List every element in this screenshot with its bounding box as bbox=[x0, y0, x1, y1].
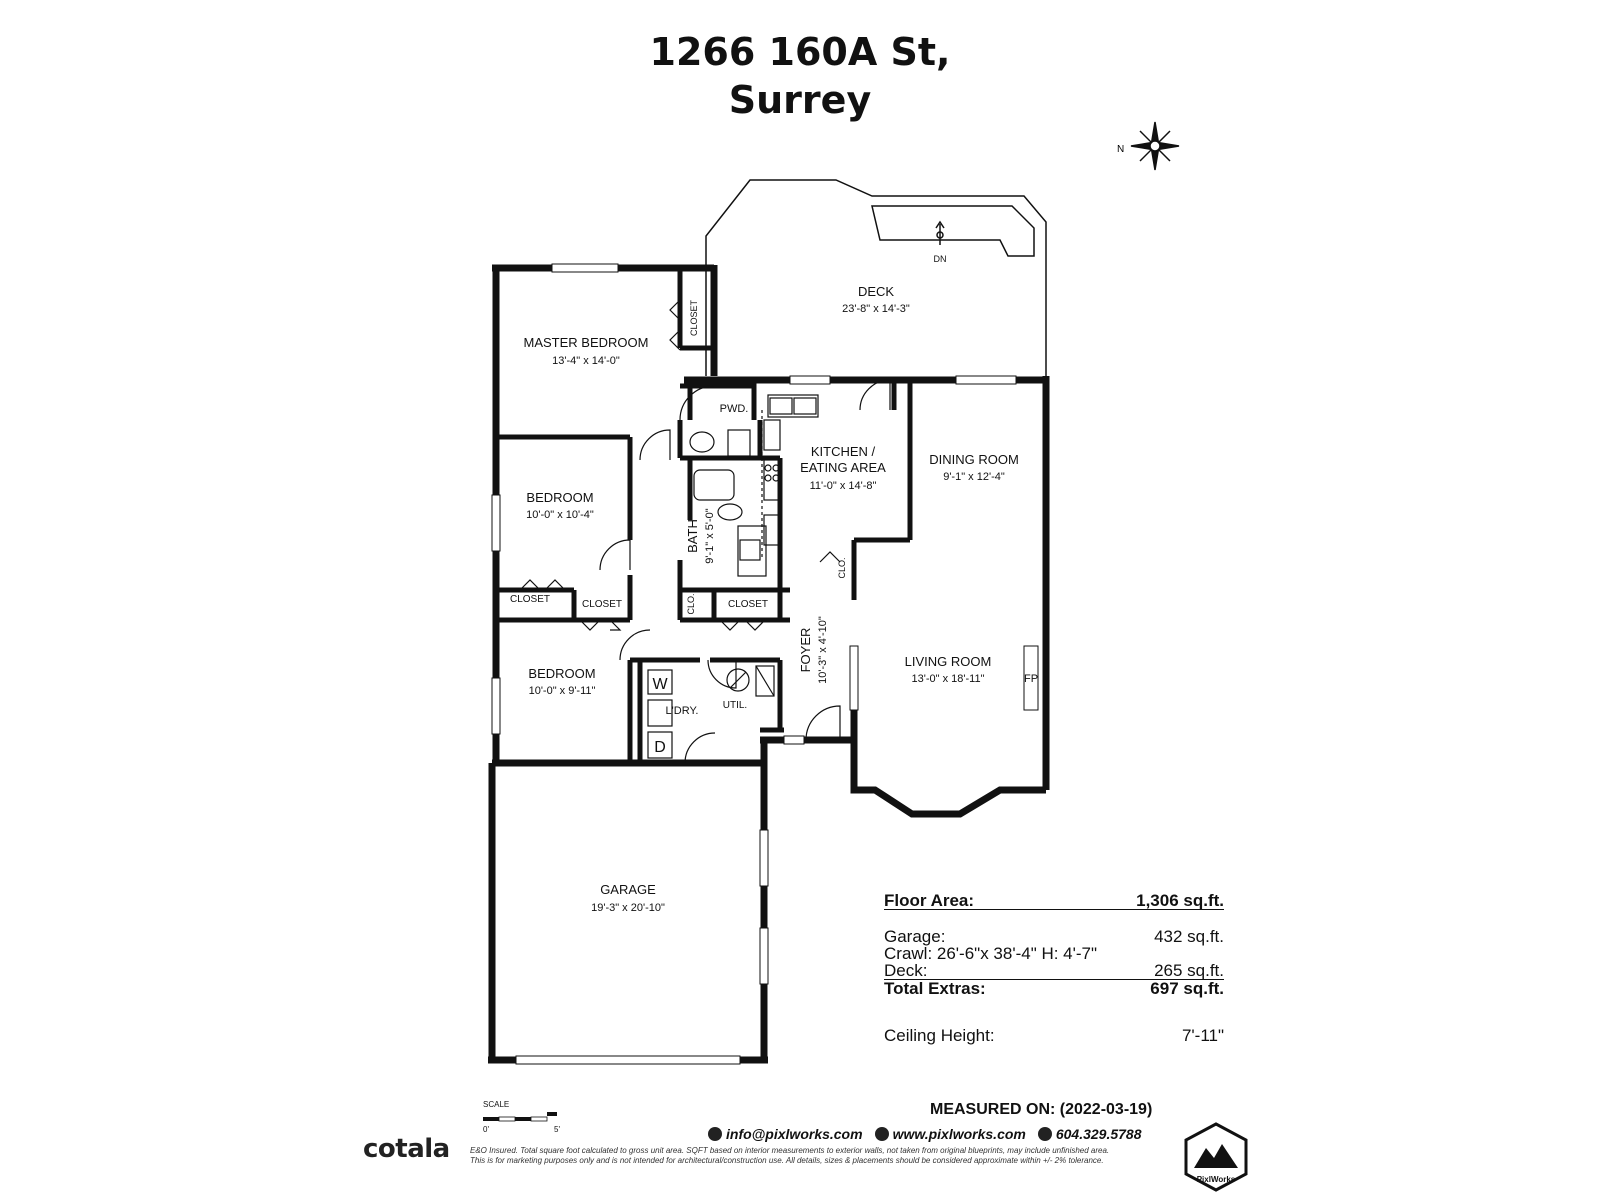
svg-text:PixlWorks: PixlWorks bbox=[1197, 1175, 1236, 1184]
scale-start-label: 0' bbox=[483, 1125, 489, 1134]
stairs-down-label: DN bbox=[934, 254, 947, 264]
crawl-label: Crawl: 26'-6"x 38'-4" H: 4'-7" bbox=[884, 944, 1098, 963]
garage-label: GARAGE bbox=[600, 882, 656, 897]
garage-area-row: Garage: 432 sq.ft. bbox=[884, 928, 1224, 945]
fireplace-label: FP bbox=[1024, 673, 1038, 685]
closet-1-label: CLOSET bbox=[510, 594, 550, 605]
bedroom-2-label: BEDROOM bbox=[528, 666, 595, 681]
disclaimer-line-1: E&O Insured. Total square foot calculate… bbox=[470, 1146, 1110, 1155]
floor-area-row: Floor Area: 1,306 sq.ft. bbox=[884, 892, 1224, 910]
bath-dims: 9'-1" x 5'-0" bbox=[704, 508, 716, 564]
cotala-brand: cotala bbox=[363, 1134, 450, 1164]
fixtures bbox=[647, 394, 819, 759]
phone-number: 604.329.5788 bbox=[1055, 1126, 1142, 1142]
crawl-row: Crawl: 26'-6"x 38'-4" H: 4'-7" bbox=[884, 945, 1224, 962]
deck-outline bbox=[705, 179, 1047, 376]
windows bbox=[491, 263, 1039, 1065]
washer-label: W bbox=[652, 676, 668, 693]
foyer-label: FOYER bbox=[798, 628, 813, 673]
master-bedroom-dims: 13'-4" x 14'-0" bbox=[552, 355, 620, 367]
bedroom-1-label: BEDROOM bbox=[526, 490, 593, 505]
deck-area-value: 265 sq.ft. bbox=[1154, 961, 1224, 980]
phone-icon bbox=[1037, 1127, 1052, 1141]
deck-label: DECK bbox=[858, 284, 894, 299]
master-closet-label: CLOSET bbox=[689, 299, 699, 336]
scale-end-label: 5' bbox=[554, 1125, 560, 1134]
floor-area-value: 1,306 sq.ft. bbox=[1136, 891, 1224, 910]
ceiling-height-value: 7'-11" bbox=[1181, 1026, 1224, 1045]
closet-clo-2-label: CLO. bbox=[837, 557, 847, 578]
closet-clo-1-label: CLO. bbox=[686, 593, 696, 614]
total-extras-label: Total Extras: bbox=[884, 979, 986, 998]
closet-2-label: CLOSET bbox=[582, 599, 622, 610]
measured-on: MEASURED ON: (2022-03-19) bbox=[930, 1101, 1153, 1118]
total-extras-value: 697 sq.ft. bbox=[1150, 979, 1224, 998]
deck-area-label: Deck: bbox=[884, 961, 928, 980]
email-icon bbox=[708, 1127, 722, 1141]
powder-room-label: PWD. bbox=[720, 403, 749, 415]
dining-room-dims: 9'-1" x 12'-4" bbox=[943, 471, 1005, 483]
compass-icon bbox=[1130, 121, 1180, 171]
living-room-dims: 13'-0" x 18'-11" bbox=[912, 673, 985, 685]
utility-label: UTIL. bbox=[723, 700, 747, 711]
website-link[interactable]: www.pixlworks.com bbox=[892, 1126, 1026, 1142]
kitchen-label-1: KITCHEN / bbox=[811, 444, 876, 459]
garage-dims: 19'-3" x 20'-10" bbox=[591, 902, 665, 914]
door-swings bbox=[519, 299, 891, 764]
address-line1: 1266 160A St, bbox=[649, 30, 951, 74]
ceiling-height-row: Ceiling Height: 7'-11" bbox=[884, 1027, 1224, 1044]
kitchen-label-2: EATING AREA bbox=[800, 460, 886, 475]
deck-area-row: Deck: 265 sq.ft. bbox=[884, 962, 1224, 980]
scale-bar bbox=[483, 1112, 557, 1122]
closet-3-label: CLOSET bbox=[728, 599, 768, 610]
area-summary: Floor Area: 1,306 sq.ft. Garage: 432 sq.… bbox=[884, 892, 1224, 1044]
floor-area-label: Floor Area: bbox=[884, 891, 975, 910]
laundry-label: L'DRY. bbox=[666, 705, 699, 717]
disclaimer-line-2: This is for marketing purposes only and … bbox=[470, 1156, 1104, 1165]
compass-n-label: N bbox=[1117, 144, 1124, 155]
contact-bar: info@pixlworks.com www.pixlworks.com 604… bbox=[708, 1126, 1142, 1142]
globe-icon bbox=[874, 1127, 889, 1141]
ceiling-height-label: Ceiling Height: bbox=[884, 1026, 995, 1045]
foyer-dims: 10'-3" x 4'-10" bbox=[817, 616, 829, 684]
bath-label: BATH bbox=[685, 519, 700, 553]
garage-area-label: Garage: bbox=[884, 927, 946, 946]
disclaimer: E&O Insured. Total square foot calculate… bbox=[470, 1146, 1160, 1166]
bedroom-2-dims: 10'-0" x 9'-11" bbox=[529, 685, 596, 697]
kitchen-dims: 11'-0" x 14'-8" bbox=[810, 480, 877, 492]
dryer-label: D bbox=[654, 739, 666, 756]
bedroom-1-dims: 10'-0" x 10'-4" bbox=[526, 509, 594, 521]
dining-room-label: DINING ROOM bbox=[929, 452, 1019, 467]
scale-label: SCALE bbox=[483, 1100, 510, 1109]
pixlworks-logo: PixlWorks bbox=[1184, 1122, 1248, 1192]
living-room-label: LIVING ROOM bbox=[905, 654, 992, 669]
total-extras-row: Total Extras: 697 sq.ft. bbox=[884, 980, 1224, 997]
email-link[interactable]: info@pixlworks.com bbox=[726, 1126, 863, 1142]
deck-dims: 23'-8" x 14'-3" bbox=[842, 303, 910, 315]
master-bedroom-label: MASTER BEDROOM bbox=[524, 335, 649, 350]
address-line2: Surrey bbox=[728, 78, 872, 122]
garage-area-value: 432 sq.ft. bbox=[1154, 927, 1224, 946]
